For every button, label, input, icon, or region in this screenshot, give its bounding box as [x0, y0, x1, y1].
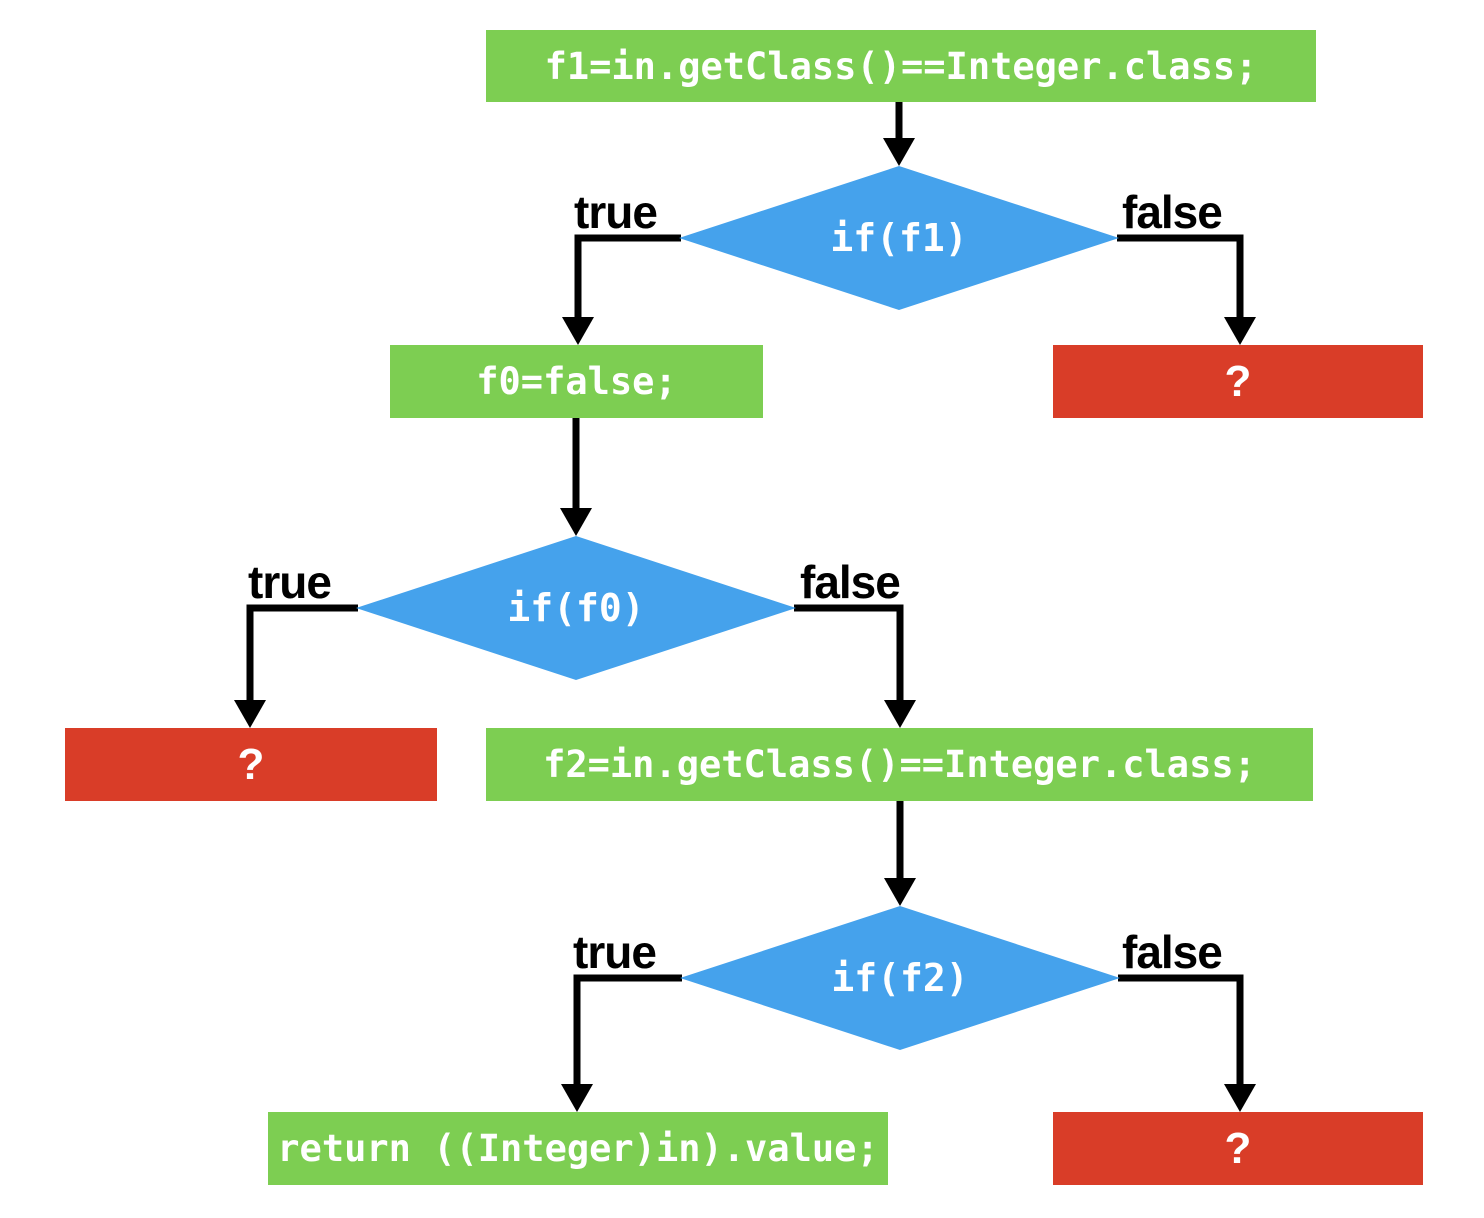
edge-label-if-f1-true: true [574, 186, 658, 238]
arrow-if-f2-false [1118, 974, 1256, 1112]
node-f0-assign: f0=false; [390, 345, 763, 418]
decision-if-f1: if(f1) [679, 166, 1119, 310]
edge-label-if-f0-true: true [248, 556, 332, 608]
arrow-if-f1-false [1117, 234, 1256, 345]
node-return-value: return ((Integer)in).value; [268, 1112, 888, 1185]
arrow-f0-assign-to-if-f0 [560, 418, 592, 536]
edge-label-if-f2-true: true [573, 926, 657, 978]
node-unknown-mid-left: ? [65, 728, 437, 801]
node-unknown-top-right: ? [1053, 345, 1423, 418]
node-unknown-bottom-right: ? [1053, 1112, 1423, 1185]
node-f2-assign: f2=in.getClass()==Integer.class; [486, 728, 1313, 801]
decision-if-f2: if(f2) [680, 906, 1120, 1050]
edge-label-if-f2-false: false [1122, 926, 1223, 978]
decision-if-f0: if(f0) [356, 536, 796, 680]
node-f1-assign: f1=in.getClass()==Integer.class; [486, 30, 1316, 102]
arrow-f2-assign-to-if-f2 [884, 801, 916, 906]
arrow-if-f0-false [794, 604, 916, 728]
edge-label-if-f0-false: false [800, 556, 901, 608]
arrow-f1-assign-to-if-f1 [883, 100, 915, 166]
arrow-if-f0-true [234, 604, 358, 728]
arrow-if-f2-true [561, 974, 682, 1112]
arrow-if-f1-true [562, 234, 681, 345]
edge-label-if-f1-false: false [1122, 186, 1223, 238]
